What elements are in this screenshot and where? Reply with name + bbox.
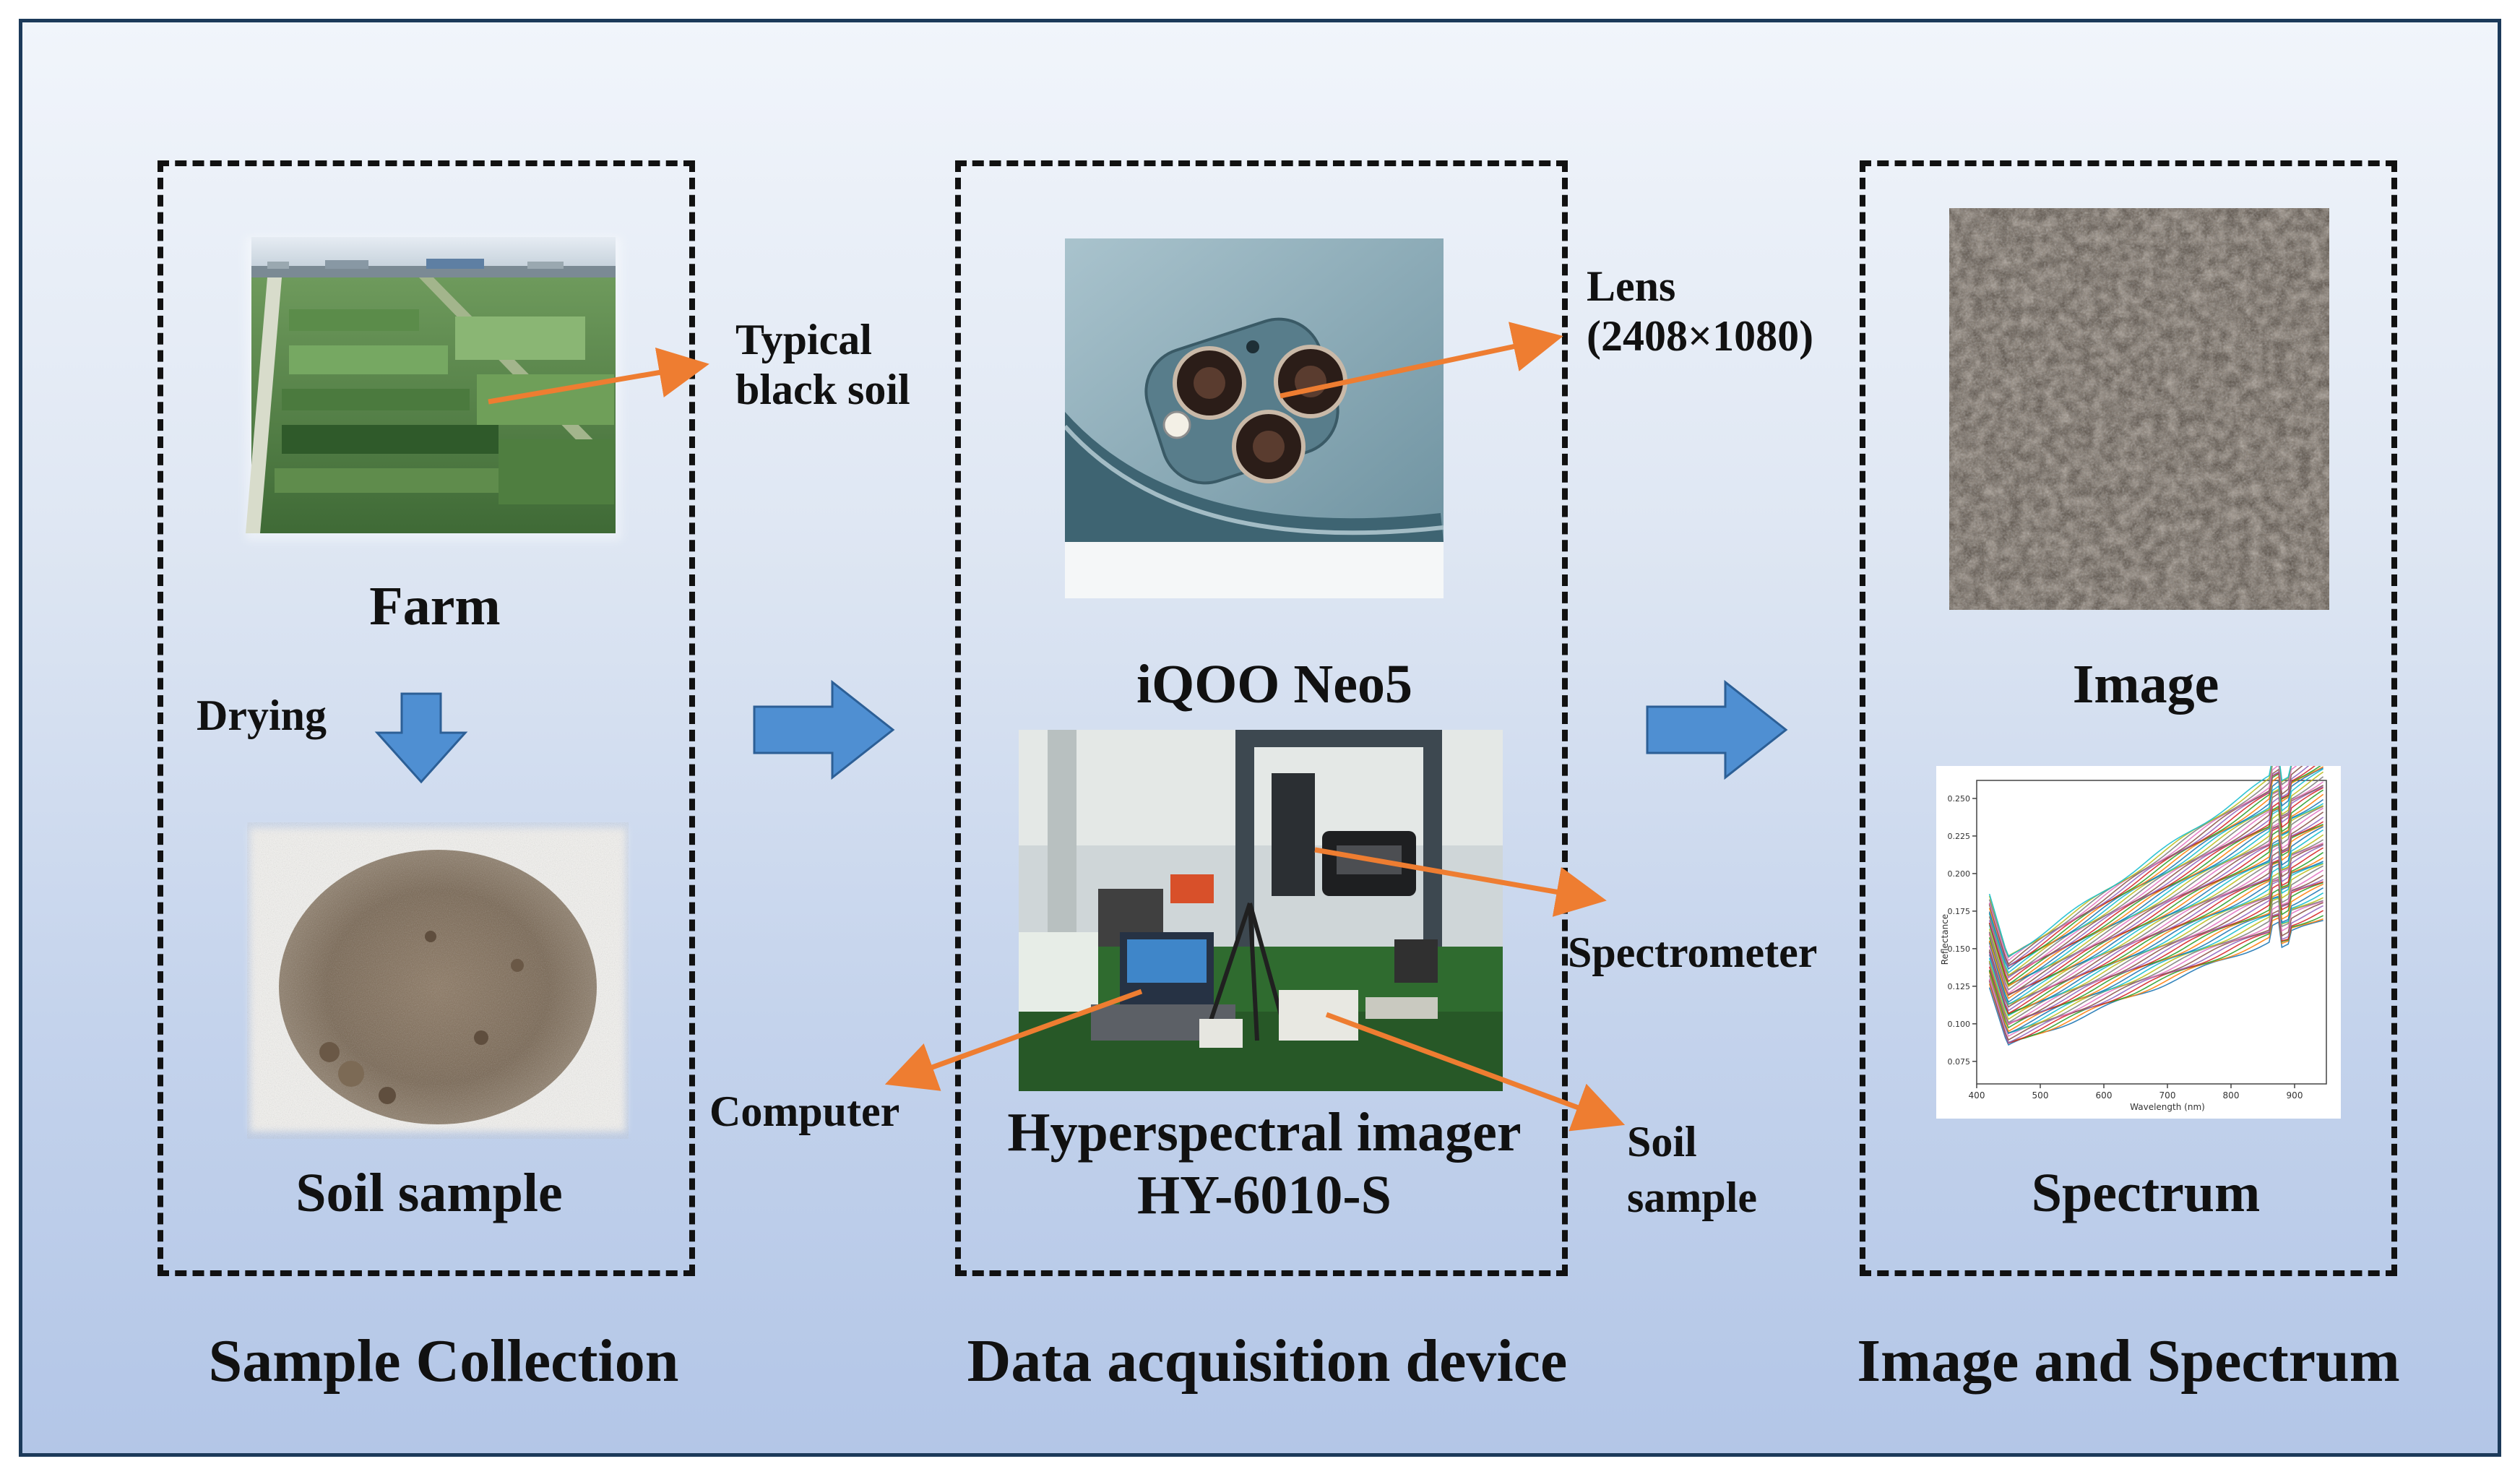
spectrum-x-tick-label: 800 — [2223, 1090, 2240, 1101]
image-spectrum-box — [1860, 160, 2397, 1276]
spectrum-curve — [1988, 900, 2323, 1035]
spectrum-curve — [1988, 766, 2321, 967]
spectrum-curve — [1988, 879, 2323, 1024]
soil-image-photo — [1949, 208, 2329, 610]
spectrum-curve — [1988, 869, 2324, 1025]
computer-arrow — [884, 989, 1143, 1091]
farm-photo — [246, 237, 621, 541]
spectrum-curve — [1988, 784, 2323, 976]
hyperspectral-imager-photo — [1019, 730, 1503, 1091]
spectrum-curve — [1988, 914, 2323, 1043]
hyperspectral-imager-name: Hyperspectral imager — [1007, 1102, 1522, 1163]
typical-black-soil-line-1: Typical — [735, 316, 872, 363]
spectrum-curve — [1988, 897, 2323, 1034]
sample-collection-box — [158, 160, 695, 1276]
spectrum-y-tick-label: 0.100 — [1948, 1020, 1971, 1029]
spectrometer-arrow — [1314, 847, 1607, 917]
farm-label: Farm — [369, 576, 501, 637]
spectrum-curve — [1988, 916, 2323, 1043]
right-arrow-icon-1 — [753, 679, 895, 780]
image-spectrum-title: Image and Spectrum — [1857, 1327, 2400, 1395]
spectrum-x-axis-label: Wavelength (nm) — [2130, 1102, 2205, 1112]
image-label: Image — [2072, 654, 2219, 715]
spectrum-y-tick-label: 0.225 — [1948, 832, 1971, 841]
lens-label: Lens (2408×1080) — [1587, 262, 1813, 361]
drying-label: Drying — [197, 692, 327, 739]
spectrum-x-tick-label: 400 — [1969, 1090, 1985, 1101]
down-arrow-icon — [374, 692, 468, 784]
spectrum-curve — [1988, 874, 2324, 1025]
lens-label-line-1: Lens — [1587, 262, 1676, 310]
spectrum-curve — [1988, 892, 2324, 1034]
soil-sample-arrow — [1325, 1012, 1626, 1132]
lens-resolution-label: (2408×1080) — [1587, 312, 1814, 360]
spectrum-x-tick-label: 900 — [2287, 1090, 2303, 1101]
spectrum-y-tick-label: 0.150 — [1948, 944, 1971, 954]
spectrum-label: Spectrum — [2031, 1163, 2261, 1223]
spectrum-y-tick-label: 0.175 — [1948, 907, 1971, 916]
spectrum-curve — [1988, 811, 2324, 996]
spectrum-curve — [1988, 793, 2324, 986]
spectrum-y-tick-label: 0.075 — [1948, 1057, 1971, 1067]
acquisition-soil-sample-line-2: sample — [1627, 1174, 1757, 1221]
spectrum-y-axis-label: Reflectance — [1940, 914, 1950, 965]
spectrum-curve — [1988, 766, 2292, 957]
lens-arrow — [1280, 322, 1563, 399]
soil-sample-photo — [250, 828, 626, 1132]
spectrum-curve — [1988, 857, 2324, 1015]
spectrum-curve — [1988, 861, 2323, 1015]
spectrum-y-tick-label: 0.125 — [1948, 982, 1971, 991]
spectrum-curve — [1988, 839, 2324, 1005]
computer-label: Computer — [709, 1088, 900, 1135]
data-acquisition-title: Data acquisition device — [967, 1327, 1568, 1395]
spectrometer-label: Spectrometer — [1568, 929, 1818, 976]
spectrum-curve — [1988, 803, 2323, 986]
spectrum-curve — [1988, 821, 2324, 995]
spectrum-curve — [1988, 823, 2323, 996]
spectrum-x-tick-label: 500 — [2032, 1090, 2049, 1101]
spectrum-plot-area — [1976, 780, 2327, 1085]
spectrum-y-tick-label: 0.250 — [1948, 794, 1971, 804]
data-acquisition-box — [955, 160, 1568, 1276]
spectrum-curve — [1988, 798, 2324, 986]
sample-collection-title: Sample Collection — [208, 1327, 679, 1395]
spectrum-curve — [1988, 766, 2323, 968]
spectrum-curve — [1988, 834, 2324, 1006]
spectrum-x-tick-label: 600 — [2096, 1090, 2113, 1101]
soil-sample-label: Soil sample — [295, 1163, 563, 1223]
spectrum-curve — [1988, 766, 2316, 968]
phone-model-label: iQOO Neo5 — [1136, 654, 1413, 715]
spectrum-x-tick-label: 700 — [2159, 1090, 2176, 1101]
spectrum-curve — [1988, 817, 2324, 996]
acquisition-soil-sample-label: Soil sample — [1627, 1117, 1757, 1223]
typical-black-soil-label: Typical black soil — [735, 315, 910, 415]
hyperspectral-imager-label: Hyperspectral imager HY-6010-S — [1007, 1101, 1521, 1228]
farm-to-black-soil-arrow — [488, 347, 709, 405]
typical-black-soil-line-2: black soil — [735, 366, 910, 413]
right-arrow-icon-2 — [1646, 679, 1788, 780]
spectrum-y-tick-label: 0.200 — [1948, 869, 1971, 879]
hyperspectral-imager-model: HY-6010-S — [1137, 1165, 1391, 1226]
acquisition-soil-sample-line-1: Soil — [1627, 1118, 1697, 1166]
spectrum-chart: 400 500 600 700 800 900 0.075 0.100 0.125 0.150 0.… — [1936, 766, 2341, 1119]
spectrum-curve — [1988, 910, 2323, 1044]
spectrum-curve — [1988, 766, 2292, 957]
spectrum-curve — [1988, 781, 2324, 976]
spectrum-curve — [1988, 842, 2323, 1005]
phone-camera-photo — [1065, 238, 1444, 598]
